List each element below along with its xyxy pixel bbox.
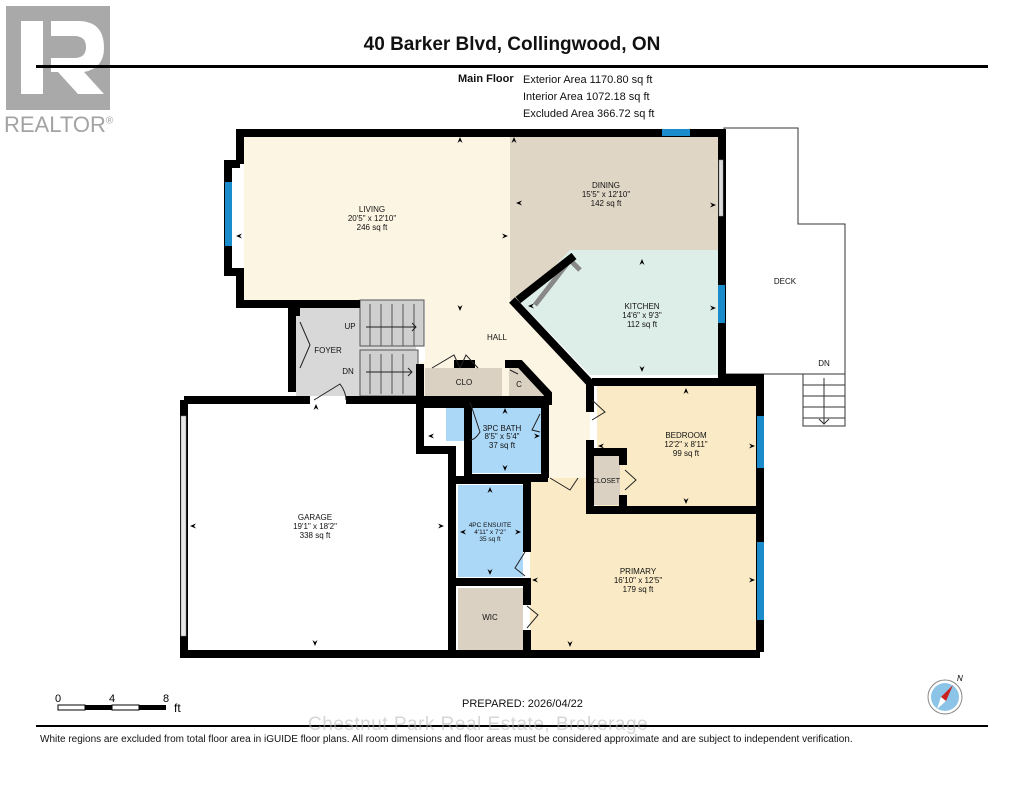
hall-name: HALL [487,333,508,342]
room-closet [594,455,620,505]
floor-label: Main Floor [458,73,514,85]
closet-name: CLOSET [592,478,621,485]
kitchen-dims: 14'6" x 9'3" [622,311,662,320]
living-dims: 20'5" x 12'10" [348,214,396,223]
room-wic [458,588,523,650]
foyer-up: UP [344,322,355,331]
scale-tick-0: 0 [55,693,61,705]
disclaimer: White regions are excluded from total fl… [40,734,853,745]
deck-name: DECK [774,277,797,286]
garage-dims: 19'1" x 18'2" [293,522,337,531]
room-ensuite [458,485,523,577]
brokerage-watermark: Chestnut Park Real Estate, Brokerage [308,714,649,735]
ensuite-area: 35 sq ft [479,536,501,543]
deck [723,127,846,427]
room-dining [510,137,718,300]
page-title: 40 Barker Blvd, Collingwood, ON [363,34,661,55]
window-icon [757,416,764,468]
garage-area: 338 sq ft [300,531,331,540]
scale-tick-4: 4 [109,693,115,705]
living-area: 246 sq ft [357,223,388,232]
area-summary: Exterior Area 1170.80 sq ft Interior Are… [523,72,654,123]
dining-dims: 15'5" x 12'10" [582,190,630,199]
foyer-name: FOYER [314,346,342,355]
dining-area: 142 sq ft [591,199,622,208]
realtor-logo [6,6,110,110]
room-hall [420,300,590,478]
door-swings [299,321,637,629]
bath3-area: 37 sq ft [489,441,516,450]
room-kitchen [520,250,718,375]
foyer-dn: DN [342,367,354,376]
window-icon [757,542,764,620]
kitchen-area: 112 sq ft [627,320,658,329]
sliding-door [718,159,724,217]
header-rule [36,65,988,68]
window-icon [662,129,690,136]
room-c [509,368,545,396]
interior-stairs [359,299,425,397]
realtor-wordmark: REALTOR® [4,112,114,137]
scale-bar: 0 4 8 ft [55,693,181,715]
room-garage [188,402,446,649]
c-name: C [516,380,522,389]
bedroom-dims: 12'2" x 8'11" [664,440,707,449]
room-living [244,137,510,300]
wall-bedroom-top [592,378,762,386]
bedroom-name: BEDROOM [665,431,707,440]
primary-area: 179 sq ft [623,585,654,594]
bath3-dims: 8'5" x 5'4" [485,432,520,441]
ensuite-dims: 4'11" x 7'2" [474,529,506,536]
kitchen-name: KITCHEN [624,302,659,311]
scale-tick-8: 8 [163,693,169,705]
garage-name: GARAGE [298,513,332,522]
exterior-area: Exterior Area 1170.80 sq ft [523,74,653,86]
logo-r-glyph [51,21,104,94]
window-icon [225,182,232,246]
wic-name: WIC [482,613,498,622]
windows [225,129,764,620]
logo-r-stem [21,21,43,94]
room-clo [425,368,502,396]
primary-dims: 16'10" x 12'5" [614,576,662,585]
interior-area: Interior Area 1072.18 sq ft [523,91,650,103]
window-icon [718,285,725,323]
living-name: LIVING [359,205,385,214]
scale-unit: ft [174,701,181,715]
room-primary [530,478,758,650]
deck-stairs-label: DN [818,359,830,368]
compass-icon: N [927,674,963,715]
bedroom-area: 99 sq ft [673,449,700,458]
bath3-name: 3PC BATH [483,424,522,433]
clo-name: CLO [456,378,472,387]
dimension-arrows [190,137,755,647]
compass-north: N [957,674,963,683]
room-bedroom [597,385,757,507]
garage-door [180,415,187,637]
room-bath3 [471,405,541,473]
excluded-area: Excluded Area 366.72 sq ft [523,108,655,120]
primary-name: PRIMARY [620,567,657,576]
ensuite-name: 4PC ENSUITE [469,522,512,529]
prepared-date: PREPARED: 2026/04/22 [462,698,583,710]
dining-name: DINING [592,181,620,190]
